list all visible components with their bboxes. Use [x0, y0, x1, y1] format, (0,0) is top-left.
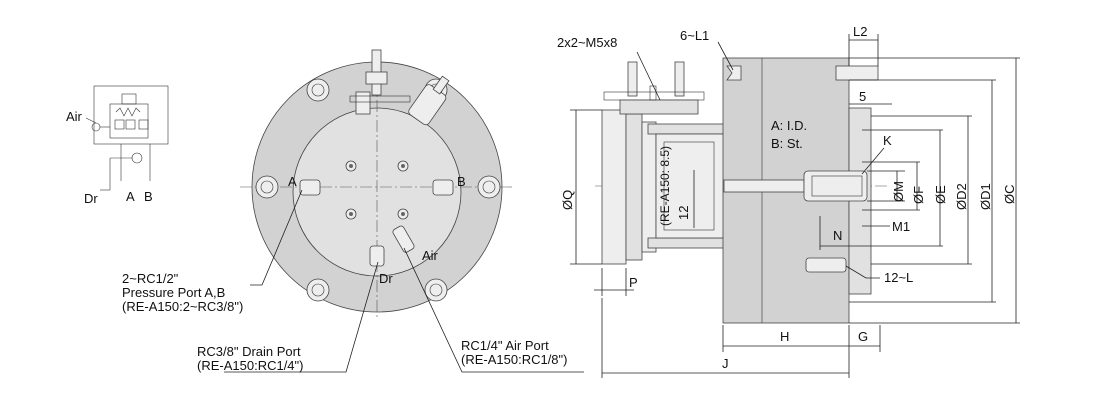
screws-label: 2x2~M5x8	[557, 35, 617, 50]
front-port-a-label: A	[288, 174, 297, 189]
adapter-top	[647, 123, 725, 135]
pressure-callout-line3: (RE-A150:2~RC3/8")	[122, 299, 243, 314]
top-bolt	[835, 65, 879, 81]
twelve-l-label: 12~L	[884, 270, 913, 285]
k-leader	[861, 147, 885, 175]
legend-a: A: I.D.	[771, 118, 807, 133]
adapter-body	[655, 133, 725, 239]
pressure-leader	[250, 189, 303, 286]
six-l1-label: 6~L1	[680, 28, 709, 43]
rear-spacer	[625, 113, 643, 261]
p-label: P	[629, 275, 638, 290]
front-port-b-label: B	[457, 174, 466, 189]
air-leader-line	[403, 247, 584, 373]
piston-rod	[723, 179, 805, 193]
valve-spring	[121, 93, 137, 105]
twelve-label: 12	[676, 206, 691, 220]
drain-callout-line2: (RE-A150:RC1/4")	[197, 358, 303, 373]
twelve-l-leader	[845, 265, 880, 279]
schematic-frame	[93, 85, 169, 145]
schematic-b-label: B	[144, 189, 153, 204]
bolt-head	[726, 65, 742, 81]
drain-leader-line	[224, 261, 379, 373]
screws-leader	[636, 51, 661, 101]
drain-callout-line1: RC3/8" Drain Port	[197, 344, 301, 359]
dia-d2-label: ØD2	[954, 183, 969, 210]
air-callout-line2: (RE-A150:RC1/8")	[461, 352, 567, 367]
front-port-air-label: Air	[422, 248, 439, 263]
five-label: 5	[859, 89, 866, 104]
dia-m-label: ØM	[891, 181, 906, 202]
adapter-recess	[663, 141, 715, 231]
dia-e-label: ØE	[933, 185, 948, 204]
air-port-fitting	[392, 225, 415, 253]
re-note-label: (RE-A150: 8.5)	[658, 146, 672, 226]
j-label: J	[722, 356, 729, 371]
schematic-box-a	[114, 119, 125, 130]
front-port-dr-label: Dr	[379, 271, 393, 286]
schematic-a-label: A	[126, 189, 135, 204]
inner-tapped-holes	[345, 160, 409, 220]
air-callout-line1: RC1/4" Air Port	[461, 338, 549, 353]
rod-end	[803, 170, 868, 202]
q-label: ØQ	[560, 190, 575, 210]
air-leader	[85, 117, 97, 124]
air-port-circle	[91, 122, 101, 132]
rotary-joint	[349, 49, 450, 126]
adapter-ring	[641, 121, 657, 253]
rod-thread	[811, 175, 863, 197]
front-view: A B Dr Air 2~RC1/2" Pressure Port A,B (R…	[122, 49, 584, 373]
l2-label: L2	[853, 24, 867, 39]
schematic-box-b	[125, 119, 136, 130]
spring-symbol	[115, 107, 141, 117]
adapter-bottom	[647, 237, 725, 249]
dia-f-label: ØF	[911, 186, 926, 204]
schematic-air-label: Air	[66, 109, 83, 124]
pressure-callout-line2: Pressure Port A,B	[122, 285, 225, 300]
side-screws	[603, 61, 705, 115]
hydraulic-schematic: Air Dr A B	[66, 85, 169, 206]
six-l1-leader	[717, 41, 734, 71]
schematic-box-c	[138, 119, 149, 130]
port-b-fitting	[432, 179, 454, 196]
legend-b: B: St.	[771, 136, 803, 151]
flange-bolt-holes	[255, 78, 501, 302]
rear-cover	[601, 109, 627, 265]
port-a-fitting	[299, 179, 321, 196]
h-label: H	[780, 329, 789, 344]
schematic-dr-label: Dr	[84, 191, 98, 206]
n-label: N	[833, 228, 842, 243]
pressure-callout-line1: 2~RC1/2"	[122, 271, 179, 286]
valve-block	[109, 103, 149, 139]
g-label: G	[858, 329, 868, 344]
dia-d1-label: ØD1	[978, 183, 993, 210]
k-label: K	[883, 133, 892, 148]
side-view: 2x2~M5x8 6~L1 L2 5 A: I.D. B: St. K ØQ (…	[557, 24, 1020, 378]
m1-label: M1	[892, 219, 910, 234]
diameter-dims	[849, 57, 1020, 324]
dia-c-label: ØC	[1002, 185, 1017, 205]
cylinder-symbol	[131, 152, 143, 164]
drain-port-fitting	[369, 245, 385, 267]
tapped-hole-12L	[805, 257, 847, 273]
